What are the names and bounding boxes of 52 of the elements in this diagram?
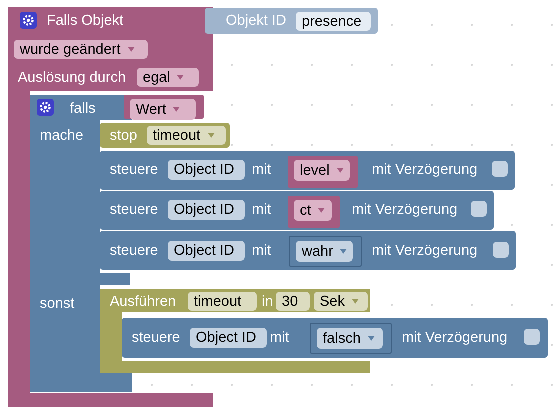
text-field: Object ID — [168, 200, 245, 220]
statement-block — [122, 318, 548, 358]
stop-block — [100, 123, 230, 148]
statement-block — [100, 231, 516, 270]
checkbox — [493, 242, 509, 258]
dropdown-field: timeout — [147, 126, 226, 145]
text-field: Object ID — [190, 328, 267, 348]
block-label: in — [262, 293, 274, 311]
block-label: sonst — [40, 295, 75, 313]
text-field: Object ID — [168, 241, 245, 261]
block-label: Objekt ID — [226, 12, 286, 30]
text-field: timeout — [188, 292, 257, 311]
block-label: falls — [70, 100, 96, 118]
block-label: steuere — [110, 161, 158, 179]
dropdown-field: ct — [294, 200, 332, 221]
value-block — [124, 95, 204, 119]
block-label: mit — [252, 242, 272, 260]
block-label: mache — [40, 127, 84, 145]
value-block — [310, 323, 392, 354]
dropdown-field: Sek — [314, 292, 368, 311]
value-block — [205, 8, 378, 34]
text-field: Object ID — [168, 160, 245, 180]
block-label: mit — [252, 161, 272, 179]
text-field: presence — [296, 12, 371, 31]
checkbox — [524, 329, 540, 345]
block-label: mit Verzögerung — [372, 242, 478, 260]
value-block — [288, 156, 358, 188]
block-label: steuere — [110, 242, 158, 260]
checkbox — [492, 161, 508, 177]
value-block — [288, 196, 340, 228]
dropdown-field: level — [294, 160, 350, 181]
block-label: mit — [252, 201, 272, 219]
value-block — [289, 236, 362, 267]
dropdown-field: wurde geändert — [14, 40, 148, 59]
block-label: Falls Objekt — [47, 12, 124, 30]
block-label: Ausführen — [110, 293, 176, 311]
statement-block — [100, 191, 494, 230]
dropdown-field: Wert — [130, 99, 196, 120]
block-label: Auslösung durch — [18, 69, 126, 87]
block-label: mit — [270, 329, 290, 347]
dropdown-field: wahr — [296, 241, 353, 262]
block-label: mit Verzögerung — [372, 161, 478, 179]
dropdown-field: falsch — [317, 328, 383, 349]
block-label: steuere — [132, 329, 180, 347]
checkbox — [471, 201, 487, 217]
block-label: mit Verzögerung — [352, 201, 458, 219]
block-label: stop — [110, 127, 138, 145]
text-field: 30 — [276, 292, 310, 311]
block-label: mit Verzögerung — [402, 329, 508, 347]
statement-block — [100, 151, 515, 190]
block-label: steuere — [110, 201, 158, 219]
dropdown-field: egal — [137, 68, 199, 87]
